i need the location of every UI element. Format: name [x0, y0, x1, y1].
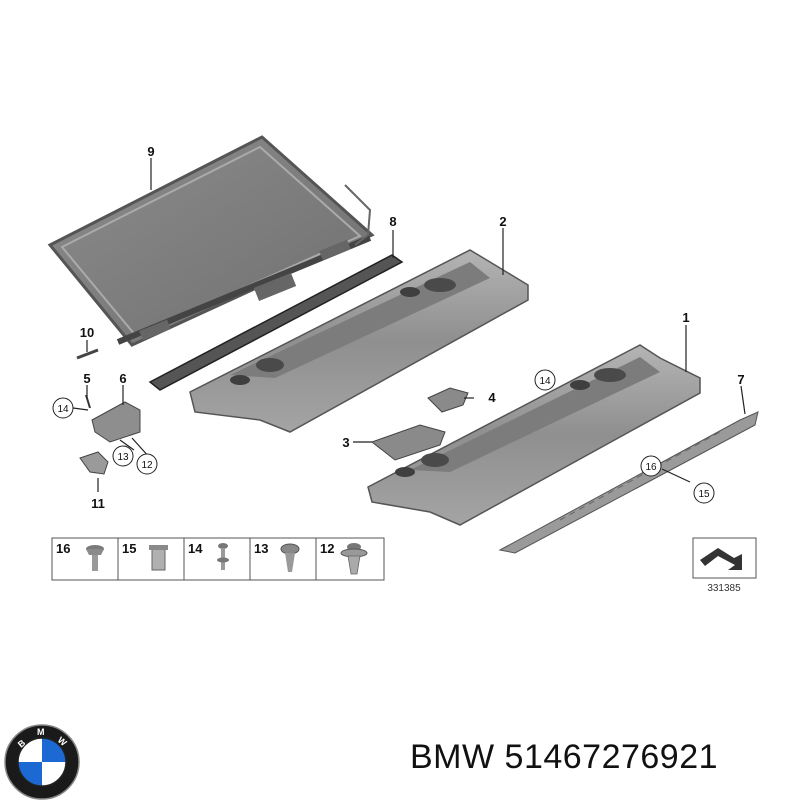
callout-4: 4 [488, 390, 496, 405]
callout-15-label: 15 [698, 489, 710, 500]
expanding-nut-icon [149, 545, 168, 571]
callout-10: 10 [80, 325, 94, 340]
circled-callout-13: 13 [112, 445, 134, 467]
view-direction-arrow-icon [700, 548, 742, 570]
part-11-hinge [79, 451, 109, 475]
svg-text:M: M [37, 727, 45, 737]
callout-6: 6 [119, 371, 126, 386]
part-number-caption: BMW 51467276921 [410, 738, 719, 776]
clip-icon [340, 543, 368, 575]
part-6-bracket [91, 401, 141, 443]
fastener-12-label: 12 [320, 541, 334, 556]
part-3-cover [370, 424, 446, 461]
circled-callout-14b: 14 [534, 369, 556, 391]
rivet-icon [280, 543, 300, 572]
screw-icon [217, 543, 229, 570]
callout-14b-label: 14 [539, 376, 551, 387]
fastener-table: 16 15 14 13 12 [51, 537, 385, 581]
svg-text:B: B [16, 737, 28, 749]
callout-12-label: 12 [141, 460, 153, 471]
bmw-logo-icon: B M W [4, 724, 80, 800]
callout-16-label: 16 [645, 462, 657, 473]
circled-callout-15: 15 [693, 482, 715, 504]
callout-14a-label: 14 [57, 404, 69, 415]
part-10-pin [76, 348, 99, 360]
reference-box: 331385 [692, 537, 757, 594]
reference-number: 331385 [707, 583, 741, 594]
callout-11: 11 [91, 496, 105, 511]
callout-3: 3 [342, 435, 349, 450]
part-9-roller-screen [47, 135, 375, 347]
circled-callout-16: 16 [640, 455, 662, 477]
fastener-13-label: 13 [254, 541, 268, 556]
circled-callout-12: 12 [136, 453, 158, 475]
callout-1: 1 [682, 310, 689, 325]
callout-9: 9 [147, 144, 154, 159]
callout-5: 5 [83, 371, 90, 386]
part-4-cover [427, 387, 469, 413]
callout-2: 2 [499, 214, 506, 229]
part-1-rear-shelf [367, 344, 701, 526]
part-2-rear-shelf [189, 249, 529, 433]
callout-7: 7 [737, 372, 744, 387]
callout-13-label: 13 [117, 452, 129, 463]
fastener-16-label: 16 [56, 541, 70, 556]
part-8-seal-strip [148, 254, 404, 391]
circled-callout-14a: 14 [52, 397, 74, 419]
fastener-14-label: 14 [188, 541, 203, 556]
part-7-trim-strip [498, 411, 759, 554]
bolt-icon [86, 545, 104, 571]
fastener-15-label: 15 [122, 541, 136, 556]
callout-8: 8 [389, 214, 396, 229]
